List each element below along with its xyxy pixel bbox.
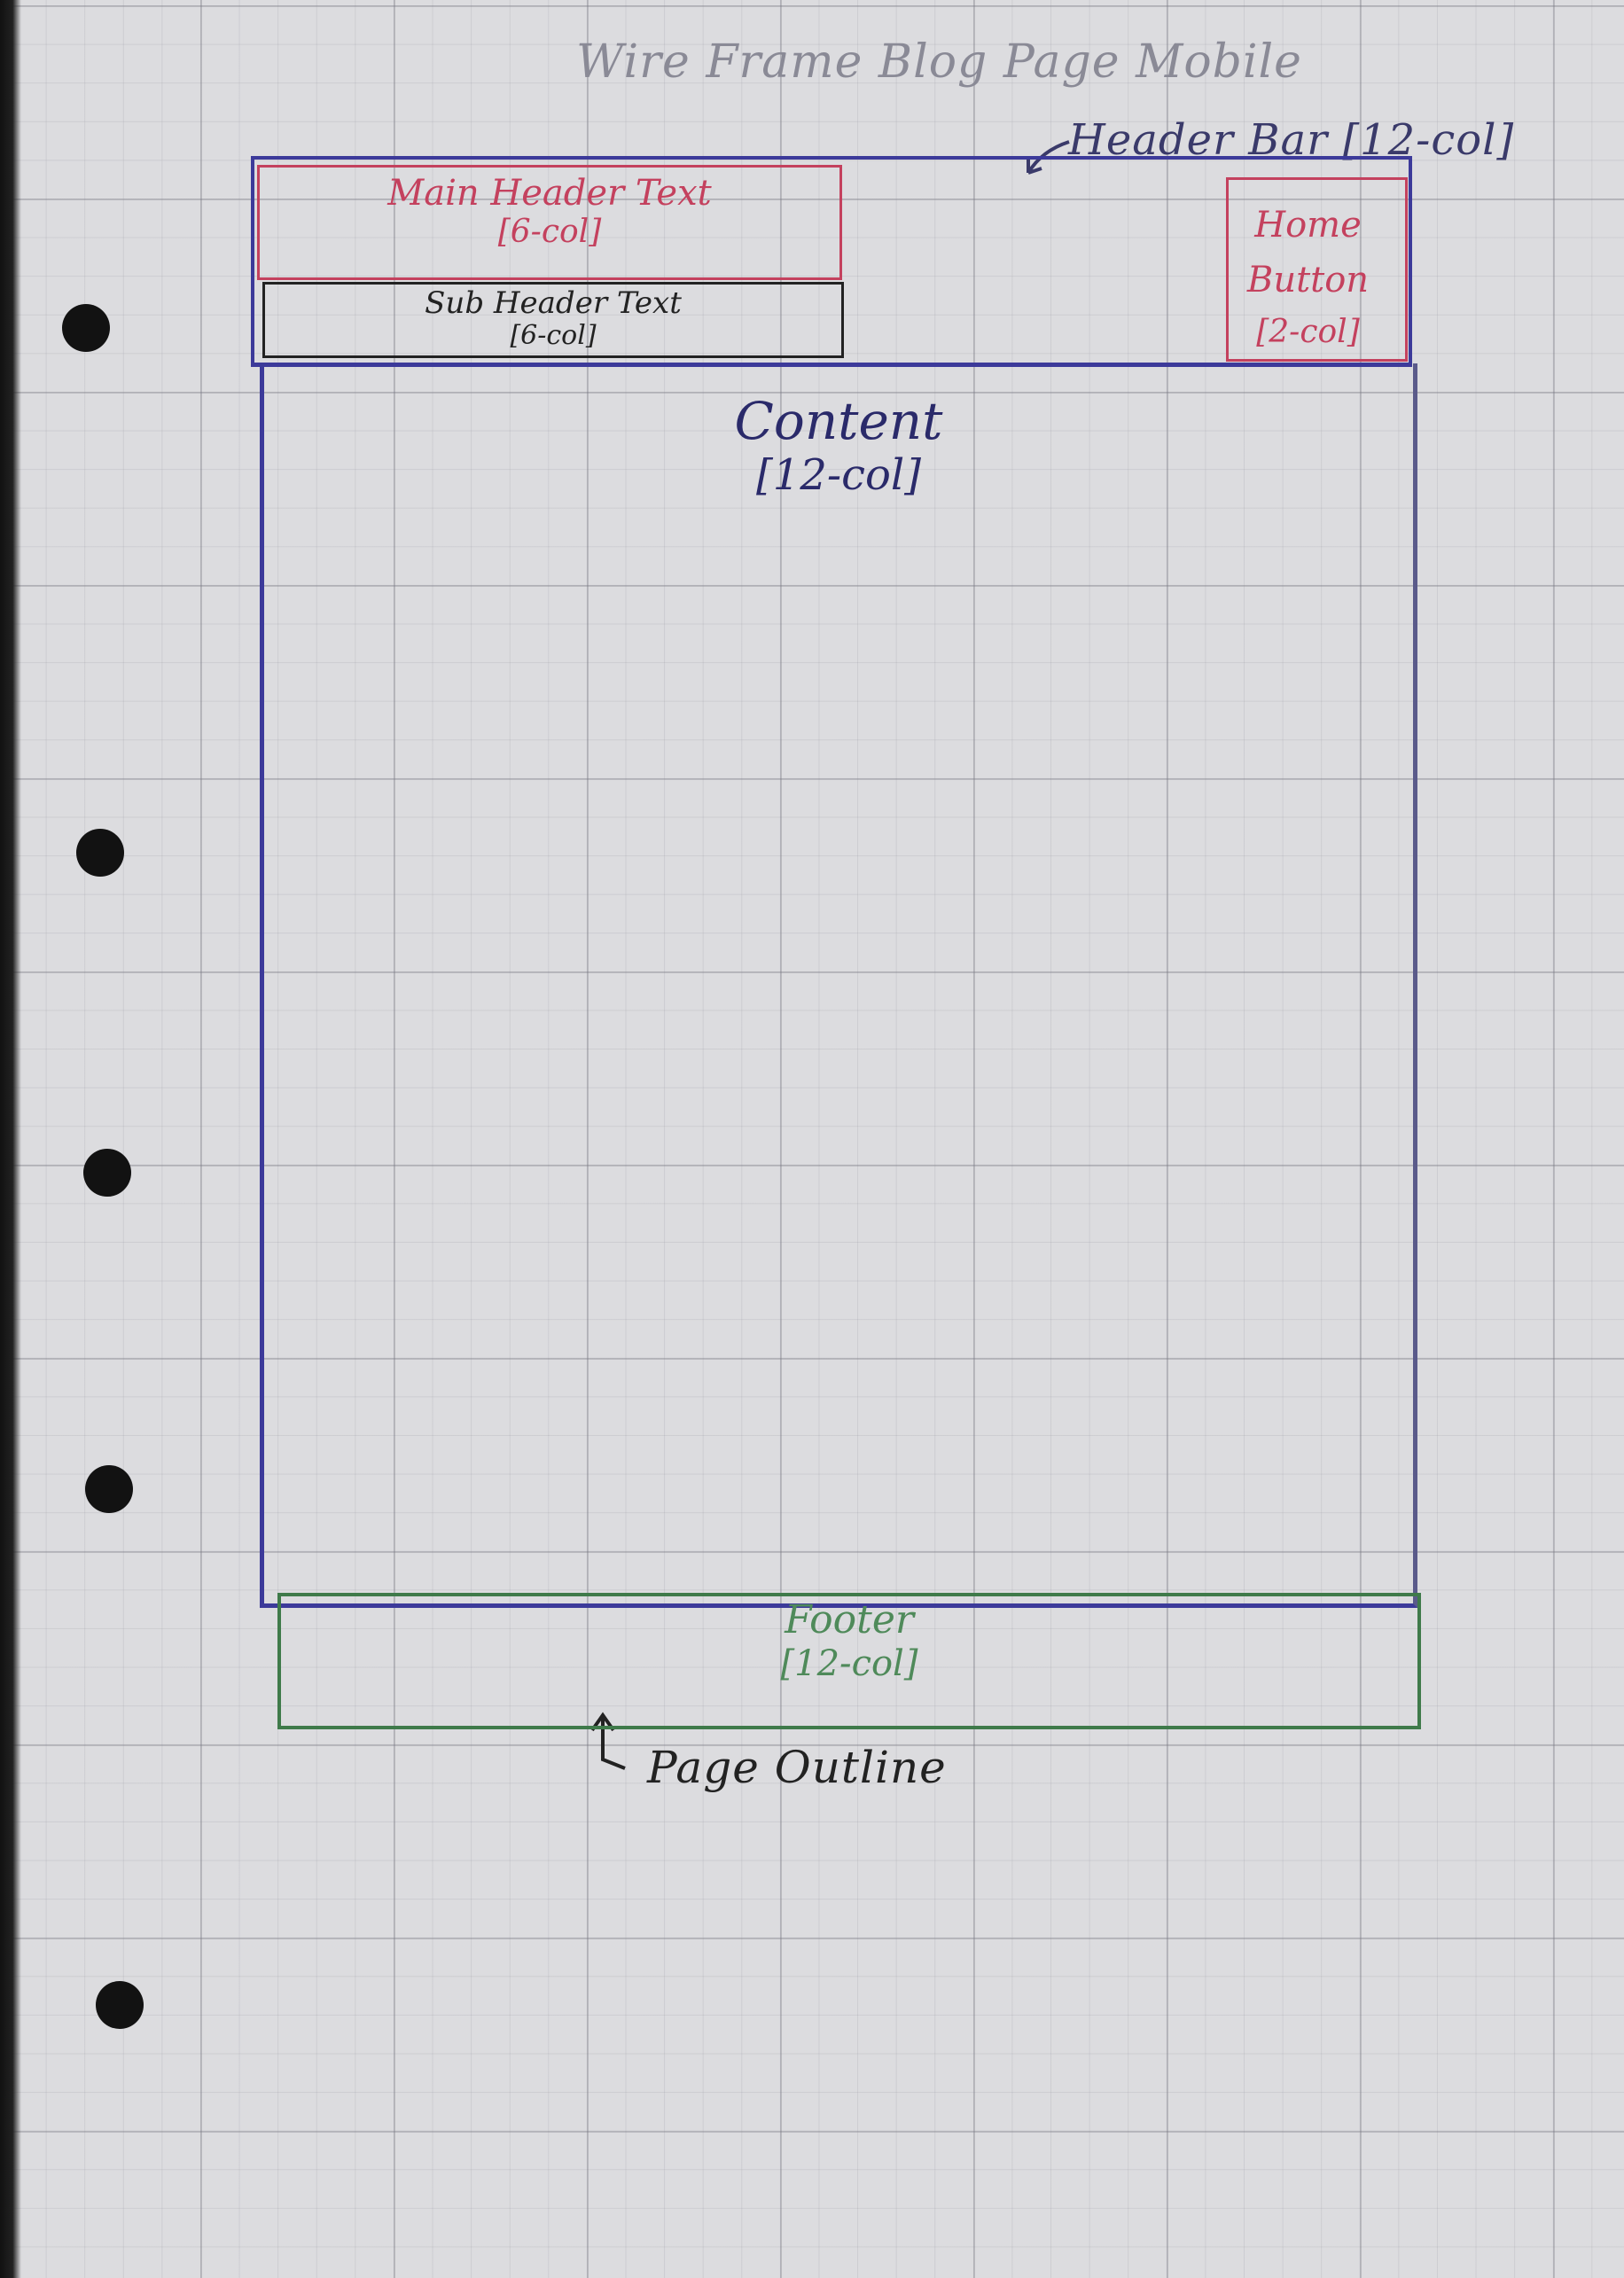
home-button-cols: [2-col] — [1256, 314, 1360, 350]
content-label: Content — [734, 391, 943, 451]
paper-edge — [0, 0, 21, 2278]
footer-box: Footer [12-col] — [277, 1593, 1421, 1729]
page-outline-note: Page Outline — [647, 1742, 947, 1793]
page-outline-arrow-head — [590, 1712, 615, 1732]
home-button-label-2: Button — [1246, 260, 1370, 300]
home-button-box[interactable]: Home Button [2-col] — [1226, 177, 1408, 362]
sub-header-box: Sub Header Text [6-col] — [262, 282, 844, 358]
header-bar-arrow-head — [1027, 160, 1042, 175]
footer-cols: [12-col] — [780, 1642, 918, 1684]
header-bar-arrow — [1027, 140, 1070, 175]
header-bar — [251, 156, 1412, 367]
sub-header-cols: [6-col] — [510, 320, 597, 352]
content-area: Content [12-col] — [260, 363, 1417, 1608]
page-outline-arrow — [601, 1715, 626, 1770]
punch-hole — [85, 1465, 133, 1513]
punch-hole — [76, 829, 124, 877]
punch-hole — [96, 1981, 144, 2029]
wireframe-title: Wire Frame Blog Page Mobile — [576, 35, 1302, 89]
main-header-cols: [6-col] — [497, 214, 602, 250]
main-header-box: Main Header Text [6-col] — [257, 165, 842, 280]
sub-header-label: Sub Header Text — [425, 285, 682, 321]
content-cols: [12-col] — [756, 449, 921, 500]
footer-label: Footer — [785, 1597, 914, 1642]
punch-hole — [83, 1149, 131, 1197]
punch-hole — [62, 304, 110, 352]
home-button-label-1: Home — [1254, 205, 1362, 246]
main-header-label: Main Header Text — [387, 173, 712, 214]
